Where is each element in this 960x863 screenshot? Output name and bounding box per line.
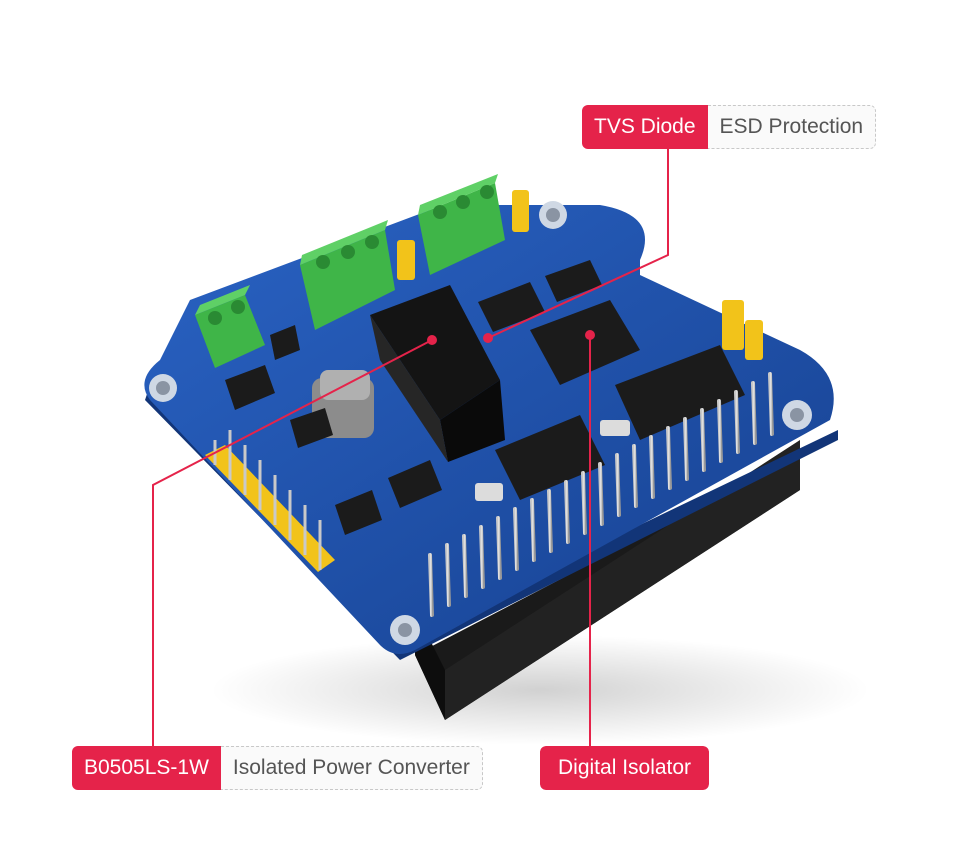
terminal-block-left [195,285,265,368]
callout-description: Isolated Power Converter [220,746,483,790]
mounting-holes [149,201,812,645]
jumpers [397,190,763,360]
leader-dots [427,330,595,345]
terminal-block-right [418,174,505,275]
yellow-header-pins [213,430,322,570]
yellow-header-left [205,445,335,572]
ground-shadow [210,635,870,745]
terminal-block-middle [300,220,395,330]
callout-description: ESD Protection [707,105,877,149]
crystals [475,420,630,501]
callout-tvs-diode: TVS Diode ESD Protection [582,105,877,149]
chips [225,260,745,535]
callout-tag: TVS Diode [582,105,708,149]
callout-power-converter: B0505LS-1W Isolated Power Converter [72,746,483,790]
callout-tag: B0505LS-1W [72,746,221,790]
power-converter-module [370,285,505,462]
gpio-header-pins [428,372,774,617]
leader-lines [152,148,669,746]
callout-tag: Digital Isolator [540,746,710,790]
callout-digital-isolator: Digital Isolator [540,746,710,790]
